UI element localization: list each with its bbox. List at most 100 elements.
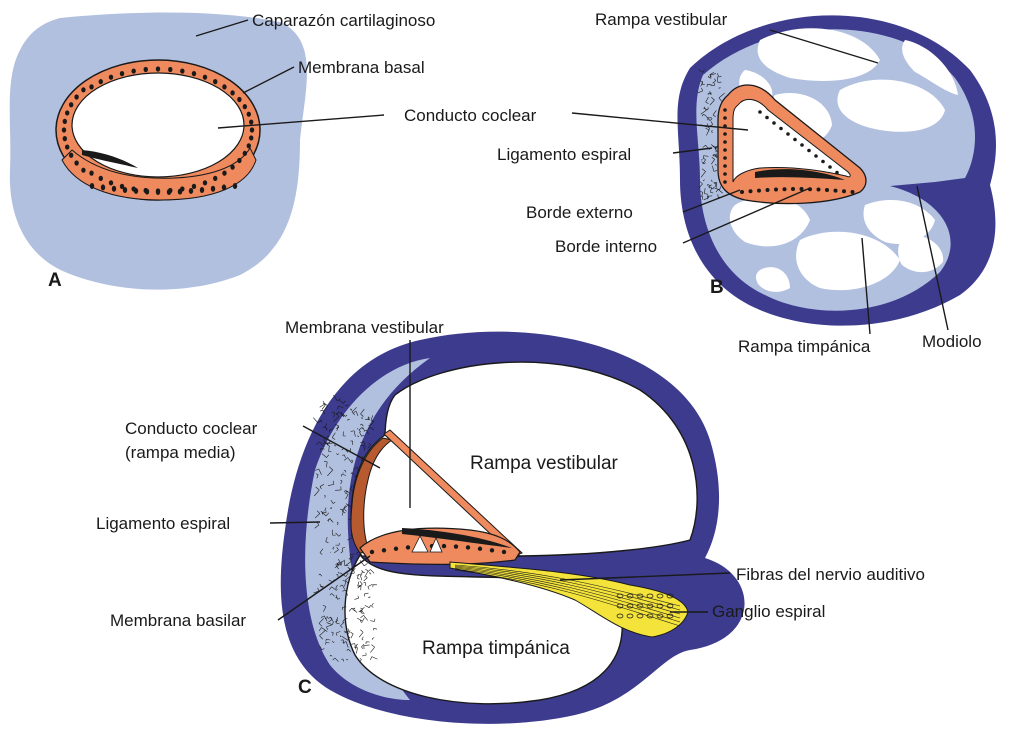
cell-nucleus xyxy=(442,544,446,548)
label-scala-tympani-c: Rampa timpánica xyxy=(422,638,570,659)
cell-nucleus xyxy=(237,97,241,102)
cell-nucleus xyxy=(74,94,78,99)
cell-nucleus xyxy=(791,187,795,191)
cell-nucleus xyxy=(189,188,193,194)
cell-nucleus xyxy=(168,67,172,72)
cell-nucleus xyxy=(249,135,253,140)
cell-nucleus xyxy=(222,84,226,89)
cell-nucleus xyxy=(213,79,217,84)
cell-nucleus xyxy=(723,116,727,120)
panel-letter-c: C xyxy=(298,677,312,698)
cell-nucleus xyxy=(723,140,727,144)
cell-nucleus xyxy=(65,110,69,115)
label-cochlear-duct-c-line1: Conducto coclear xyxy=(125,419,258,438)
cell-nucleus xyxy=(109,180,113,185)
label-inner-ridge-b: Borde interno xyxy=(555,237,657,256)
cell-nucleus xyxy=(842,189,846,193)
cell-nucleus xyxy=(167,189,171,195)
panel-c: Membrana vestibular Conducto coclear (ra… xyxy=(96,318,925,724)
label-spiral-ganglion-c: Ganglio espiral xyxy=(712,602,825,621)
label-cochlear-duct-a: Conducto coclear xyxy=(404,106,537,125)
cell-nucleus xyxy=(178,189,182,195)
cell-nucleus xyxy=(243,151,247,156)
cell-nucleus xyxy=(772,121,776,125)
label-vestibular-membrane-c: Membrana vestibular xyxy=(285,318,444,337)
cell-nucleus xyxy=(828,165,832,169)
cell-nucleus xyxy=(145,189,149,195)
panel-letter-b: B xyxy=(710,277,724,298)
cell-nucleus xyxy=(814,154,818,158)
cell-nucleus xyxy=(62,127,66,132)
label-basilar-membrane-c: Membrana basilar xyxy=(110,611,246,630)
cell-nucleus xyxy=(723,148,727,152)
cell-nucleus xyxy=(211,186,215,192)
cell-nucleus xyxy=(89,84,93,89)
label-outer-ridge-b: Borde externo xyxy=(526,203,633,222)
cell-nucleus xyxy=(793,138,797,142)
cell-nucleus xyxy=(765,116,769,120)
label-auditory-nerve-fibers-c: Fibras del nervio auditivo xyxy=(736,565,925,584)
cell-nucleus xyxy=(783,187,787,191)
cell-nucleus xyxy=(81,168,85,173)
cell-nucleus xyxy=(757,189,761,193)
cell-nucleus xyxy=(851,190,855,194)
cell-nucleus xyxy=(192,184,196,189)
cell-nucleus xyxy=(490,548,494,552)
cell-nucleus xyxy=(69,102,73,107)
cell-nucleus xyxy=(120,71,124,76)
cell-nucleus xyxy=(478,547,482,551)
cell-nucleus xyxy=(180,68,184,73)
cell-nucleus xyxy=(237,158,241,163)
cell-nucleus xyxy=(758,110,762,114)
label-cochlear-duct-c-line2: (rampa media) xyxy=(125,443,236,462)
cell-nucleus xyxy=(233,183,237,189)
cell-nucleus xyxy=(382,548,386,552)
cell-nucleus xyxy=(213,176,217,181)
cell-nucleus xyxy=(779,127,783,131)
cell-nucleus xyxy=(81,87,85,92)
cell-nucleus xyxy=(74,160,78,165)
label-basal-membrane: Membrana basal xyxy=(298,58,425,77)
cell-nucleus xyxy=(766,188,770,192)
label-scala-vestibuli-b: Rampa vestibular xyxy=(595,10,728,29)
cell-nucleus xyxy=(200,187,204,193)
cell-nucleus xyxy=(203,180,207,185)
cell-nucleus xyxy=(109,75,113,80)
cell-nucleus xyxy=(192,71,196,76)
cell-nucleus xyxy=(740,190,744,194)
cell-nucleus xyxy=(466,545,470,549)
cell-nucleus xyxy=(723,132,727,136)
label-scala-tympani-b: Rampa timpánica xyxy=(738,337,871,356)
cell-nucleus xyxy=(825,188,829,192)
label-cartilaginous-capsule: Caparazón cartilaginoso xyxy=(252,11,435,30)
cell-nucleus xyxy=(222,171,226,176)
cell-nucleus xyxy=(63,136,67,141)
label-scala-vestibuli-c: Rampa vestibular xyxy=(470,453,619,474)
cell-nucleus xyxy=(394,547,398,551)
cell-nucleus xyxy=(89,171,93,176)
cell-nucleus xyxy=(817,188,821,192)
cell-nucleus xyxy=(63,119,67,124)
label-spiral-ligament-c: Ligamento espiral xyxy=(96,514,230,533)
cell-nucleus xyxy=(222,184,226,190)
leader-spiral-ligament-c xyxy=(270,522,320,523)
cell-nucleus xyxy=(800,143,804,147)
cell-nucleus xyxy=(101,184,105,190)
cell-nucleus xyxy=(723,156,727,160)
cell-nucleus xyxy=(406,545,410,549)
cell-nucleus xyxy=(723,108,727,112)
panel-a: Caparazón cartilaginoso Membrana basal C… xyxy=(10,11,537,291)
panel-letter-a: A xyxy=(48,270,62,291)
cell-nucleus xyxy=(370,550,374,554)
cell-nucleus xyxy=(821,160,825,164)
cell-nucleus xyxy=(249,119,253,124)
cell-nucleus xyxy=(723,164,727,168)
label-modiolus-b: Modiolo xyxy=(922,332,982,351)
cell-nucleus xyxy=(112,186,116,192)
cell-nucleus xyxy=(250,127,254,132)
cell-nucleus xyxy=(454,544,458,548)
cell-nucleus xyxy=(723,180,727,184)
cell-nucleus xyxy=(144,67,148,72)
cell-nucleus xyxy=(90,183,94,189)
